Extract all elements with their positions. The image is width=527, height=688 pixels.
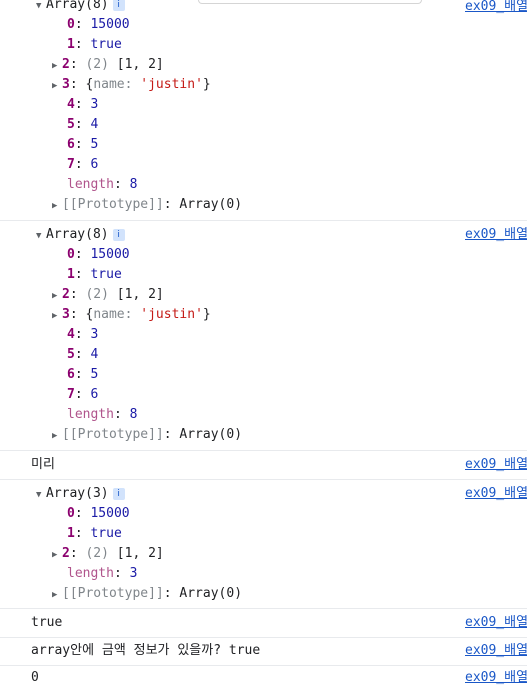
console-entry-text: 0 ex09_배열 [0, 666, 527, 685]
array-row-2[interactable]: ▶2: (2) [1, 2] [52, 544, 164, 564]
console-entry-array-8-second: ▼Array(8)i ex09_배열 0: 15000 1: true ▶2: … [0, 220, 527, 451]
console-entry-array-3: ▼Array(3)i ex09_배열 0: 15000 1: true ▶2: … [0, 480, 527, 609]
expand-triangle-icon[interactable]: ▶ [52, 431, 58, 441]
expand-triangle-icon[interactable]: ▶ [52, 61, 58, 71]
console-entry-text: 미리 ex09_배열 [0, 451, 527, 480]
array-row-6: 6: 5 [67, 137, 99, 152]
collapse-triangle-icon[interactable]: ▼ [36, 231, 42, 241]
collapse-triangle-icon[interactable]: ▼ [36, 490, 42, 500]
array-row-0: 0: 15000 [67, 247, 130, 262]
array-prototype[interactable]: ▶[[Prototype]]: Array(0) [52, 425, 242, 445]
info-icon[interactable]: i [112, 487, 125, 500]
log-message: 0 [31, 670, 39, 685]
expand-triangle-icon[interactable]: ▶ [52, 291, 58, 301]
console-entry-text: true ex09_배열 [0, 609, 527, 638]
info-icon[interactable]: i [112, 228, 125, 241]
array-row-7: 7: 6 [67, 157, 99, 172]
source-link[interactable]: ex09_배열 [465, 457, 527, 472]
array-length: length: 8 [67, 177, 138, 192]
array-row-2[interactable]: ▶2: (2) [1, 2] [52, 55, 164, 75]
expand-triangle-icon[interactable]: ▶ [52, 590, 58, 600]
array-prototype[interactable]: ▶[[Prototype]]: Array(0) [52, 195, 242, 215]
log-message: array안에 금액 정보가 있을까? true [31, 643, 261, 658]
array-row-4: 4: 3 [67, 97, 99, 112]
array-row-3[interactable]: ▶3: {name: 'justin'} [52, 305, 211, 325]
expand-triangle-icon[interactable]: ▶ [52, 550, 58, 560]
array-row-5: 5: 4 [67, 347, 99, 362]
array-row-1: 1: true [67, 267, 122, 282]
collapse-triangle-icon[interactable]: ▼ [36, 1, 42, 11]
expand-triangle-icon[interactable]: ▶ [52, 201, 58, 211]
array-length: length: 3 [67, 566, 138, 581]
console-entry-text: array안에 금액 정보가 있을까? true ex09_배열 [0, 638, 527, 666]
console-entry-array-8-first: ▼Array(8)i ex09_배열 0: 15000 1: true ▶2: … [0, 0, 527, 221]
source-link[interactable]: ex09_배열 [465, 486, 527, 501]
array-row-7: 7: 6 [67, 387, 99, 402]
log-message: 미리 [31, 457, 55, 472]
array-row-2[interactable]: ▶2: (2) [1, 2] [52, 285, 164, 305]
array-row-1: 1: true [67, 37, 122, 52]
array-header[interactable]: ▼Array(3)i [36, 484, 125, 504]
array-header[interactable]: ▼Array(8)i [36, 225, 125, 245]
array-length: length: 8 [67, 407, 138, 422]
expand-triangle-icon[interactable]: ▶ [52, 81, 58, 91]
expand-triangle-icon[interactable]: ▶ [52, 311, 58, 321]
array-row-6: 6: 5 [67, 367, 99, 382]
array-row-3[interactable]: ▶3: {name: 'justin'} [52, 75, 211, 95]
array-prototype[interactable]: ▶[[Prototype]]: Array(0) [52, 584, 242, 604]
log-message: true [31, 615, 63, 630]
source-link[interactable]: ex09_배열 [465, 615, 527, 630]
info-icon[interactable]: i [112, 0, 125, 11]
array-row-5: 5: 4 [67, 117, 99, 132]
source-link[interactable]: ex09_배열 [465, 227, 527, 242]
array-row-0: 0: 15000 [67, 506, 130, 521]
array-row-4: 4: 3 [67, 327, 99, 342]
array-row-1: 1: true [67, 526, 122, 541]
array-row-0: 0: 15000 [67, 17, 130, 32]
source-link[interactable]: ex09_배열 [465, 0, 527, 14]
source-link[interactable]: ex09_배열 [465, 643, 527, 658]
source-link[interactable]: ex09_배열 [465, 670, 527, 685]
array-header[interactable]: ▼Array(8)i [36, 0, 125, 15]
